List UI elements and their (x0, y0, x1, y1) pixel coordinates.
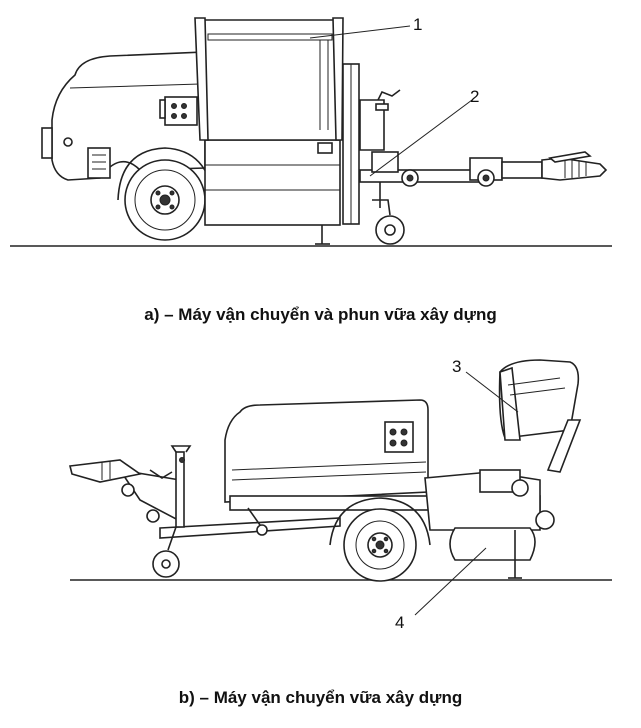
machine-b-drawing: 3 4 (69, 357, 612, 632)
tow-bar-b (159, 517, 341, 539)
control-panel (164, 96, 198, 126)
headlight (63, 137, 73, 147)
callout-4: 4 (395, 613, 404, 632)
machine-body-a (204, 139, 341, 226)
engine-cabinet (224, 399, 429, 503)
water-tank (449, 527, 536, 561)
callout-3: 3 (452, 357, 461, 376)
caption-a: a) – Máy vận chuyển và phun vữa xây dựng (144, 305, 497, 324)
control-box-b (384, 421, 414, 453)
spray-pump (359, 99, 385, 151)
caption-b: b) – Máy vận chuyển vữa xây dựng (178, 688, 463, 707)
callout-2: 2 (470, 87, 479, 106)
machine-a-drawing: 1 2 (10, 15, 612, 247)
front-bumper (41, 127, 53, 159)
callout-1: 1 (413, 15, 422, 34)
feed-hopper-b (498, 359, 580, 439)
